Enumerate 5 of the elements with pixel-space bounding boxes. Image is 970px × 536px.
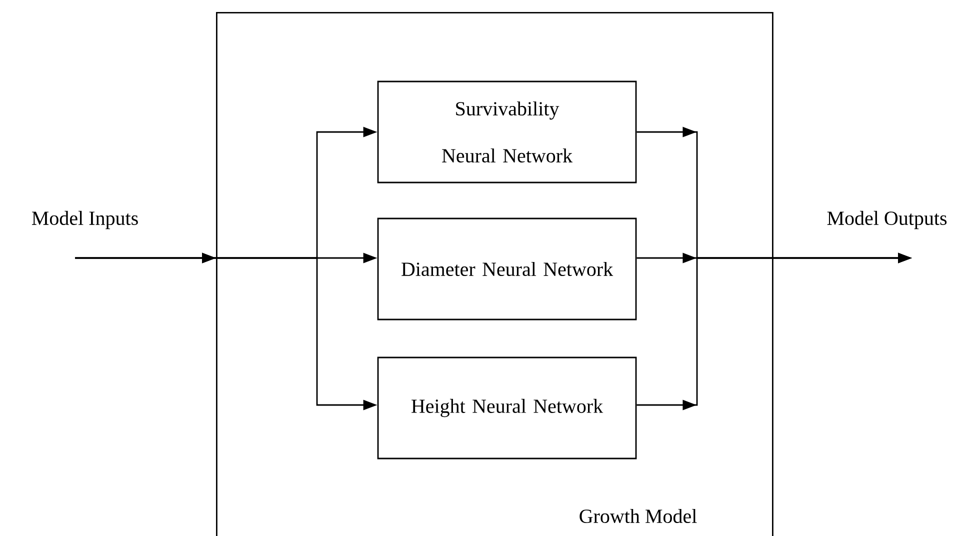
process-box: Height Neural Network — [377, 356, 637, 460]
io-label: Model Outputs — [827, 210, 947, 230]
io-label: Model Inputs — [32, 210, 138, 230]
process-box: Diameter Neural Network — [377, 218, 637, 320]
process-box: Survivability Neural Network — [377, 80, 637, 184]
